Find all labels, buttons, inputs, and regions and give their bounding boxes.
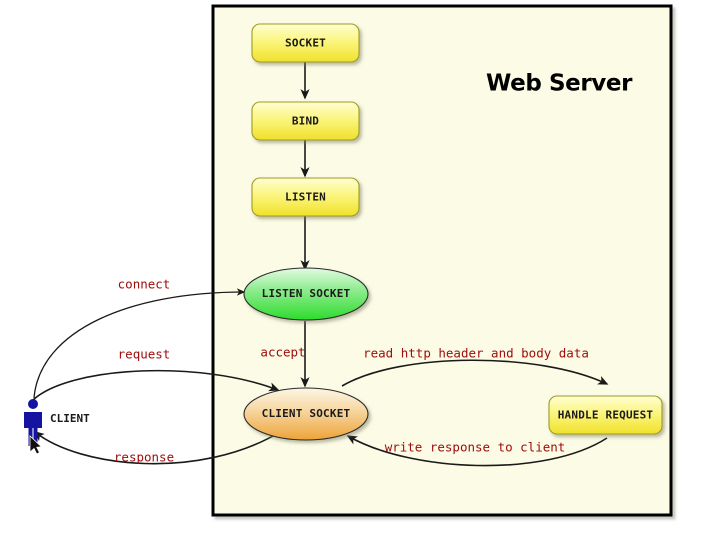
person-icon-body <box>24 412 42 446</box>
web-server-title: Web Server <box>486 71 633 97</box>
node-client-socket[interactable]: CLIENT SOCKET <box>243 387 369 441</box>
node-client-socket-shape <box>243 387 369 441</box>
edge-write-response <box>346 435 608 467</box>
node-handle-request[interactable]: HANDLE REQUEST <box>548 395 663 435</box>
edge-label-response: response <box>114 450 174 465</box>
node-listen-shape <box>251 177 360 217</box>
edge-label-accept: accept <box>260 345 305 360</box>
edge-request <box>32 369 280 401</box>
node-listen-socket-label: LISTEN SOCKET <box>262 287 351 300</box>
node-socket-label: SOCKET <box>285 37 326 50</box>
node-listen[interactable]: LISTEN <box>251 177 360 217</box>
node-handle-request-shape <box>548 395 663 435</box>
edge-read-request <box>341 359 609 387</box>
node-bind-label: BIND <box>292 115 319 128</box>
edge-label-request: request <box>118 347 171 362</box>
node-bind-shape <box>251 101 360 141</box>
node-listen-socket[interactable]: LISTEN SOCKET <box>243 267 369 321</box>
edge-connect <box>33 288 246 399</box>
node-bind[interactable]: BIND <box>251 101 360 141</box>
node-socket-shape <box>251 23 360 63</box>
edge-labels: connect request response accept read htt… <box>114 277 589 465</box>
edge-label-connect: connect <box>118 277 171 292</box>
node-listen-label: LISTEN <box>285 191 326 204</box>
edge-response <box>33 431 281 465</box>
client-actor-label: CLIENT <box>50 412 90 425</box>
person-icon-head <box>28 399 38 409</box>
client-server-edges <box>32 288 609 467</box>
cursor-arrow-icon <box>29 435 43 455</box>
node-handle-request-label: HANDLE REQUEST <box>558 409 654 422</box>
node-listen-socket-shape <box>243 267 369 321</box>
node-client-socket-label: CLIENT SOCKET <box>262 407 351 420</box>
node-socket[interactable]: SOCKET <box>251 23 360 63</box>
edge-label-read: read http header and body data <box>363 346 589 361</box>
client-actor[interactable]: CLIENT <box>24 399 90 455</box>
edge-label-write: write response to client <box>385 440 566 455</box>
